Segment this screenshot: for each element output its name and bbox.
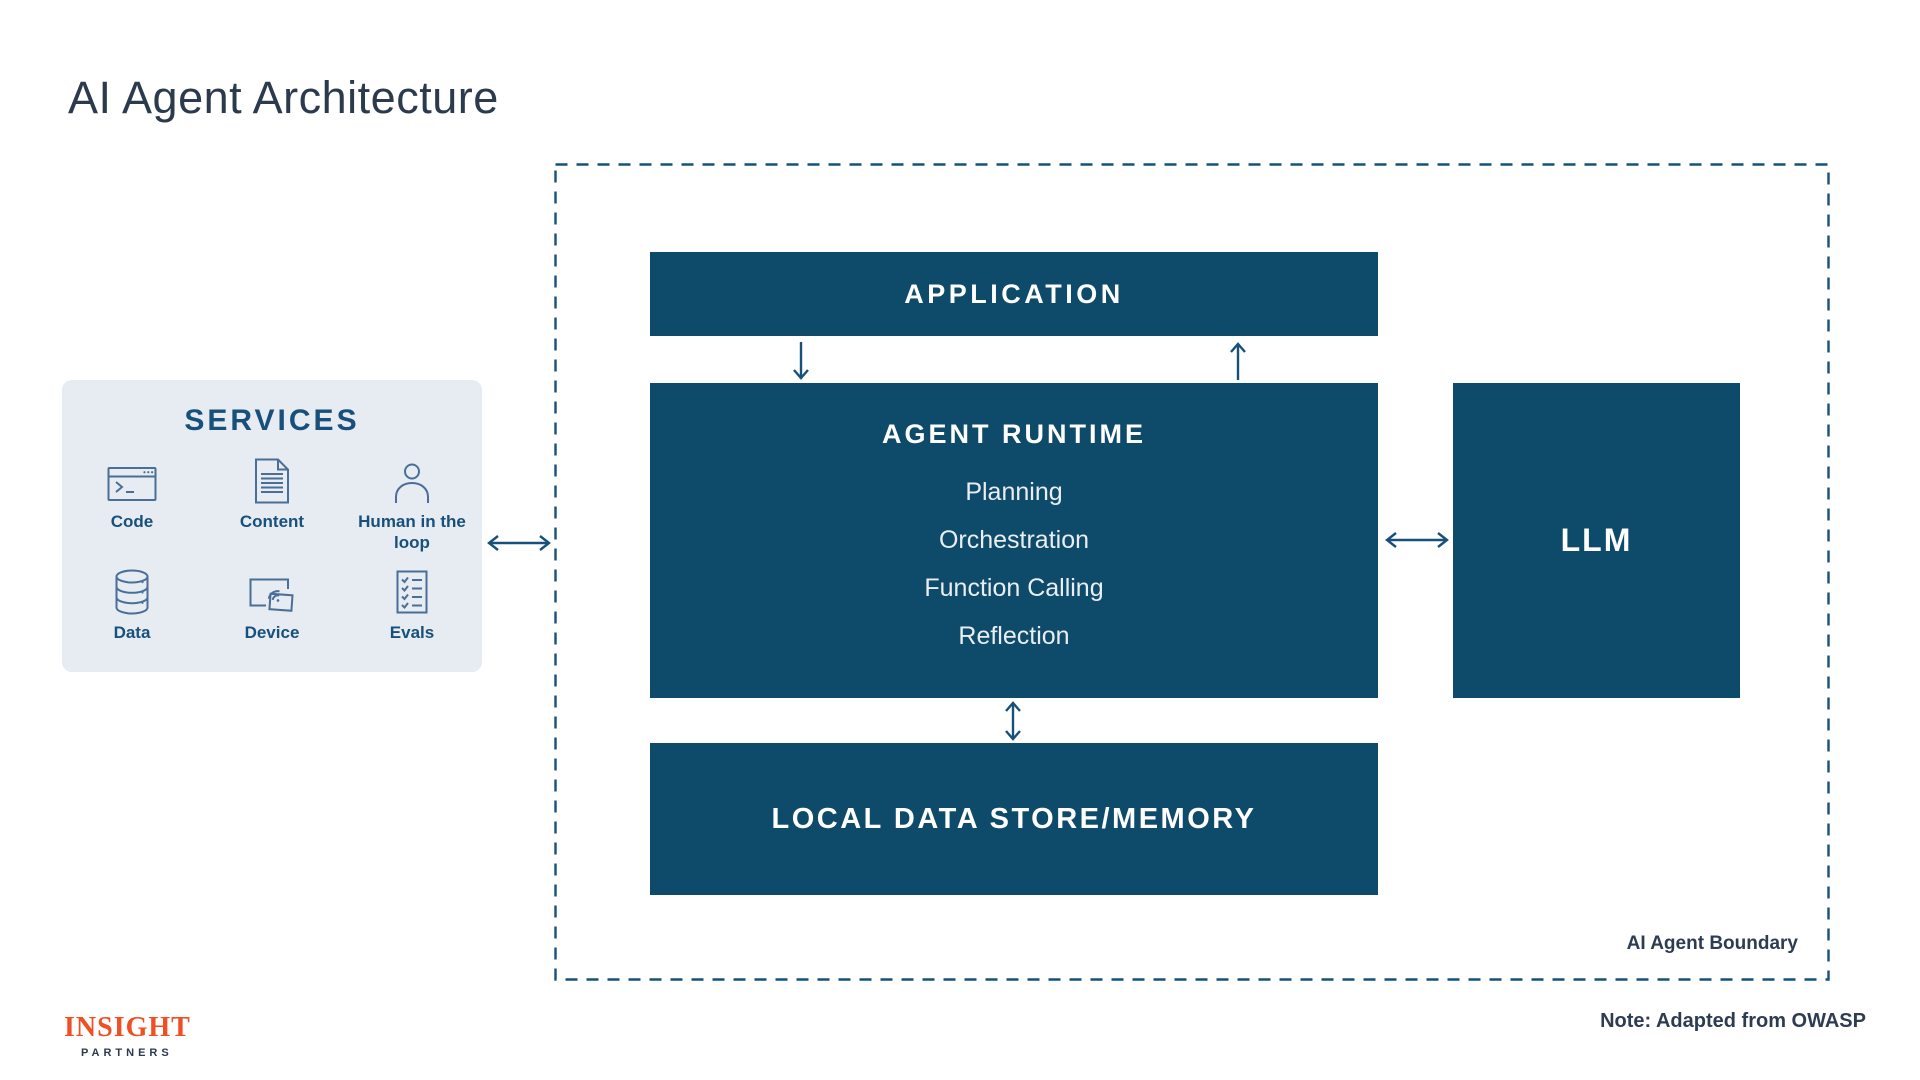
service-item-human: Human in the loop	[350, 456, 474, 553]
capability-orchestration: Orchestration	[938, 526, 1090, 554]
capability-planning: Planning	[965, 478, 1063, 506]
capability-reflection: Reflection	[958, 622, 1070, 650]
agent-runtime-box: AGENT RUNTIME Planning Orchestration Fun…	[650, 383, 1378, 698]
local-data-store-box: LOCAL DATA STORE/MEMORY	[650, 743, 1378, 895]
service-item-code: Code	[70, 456, 194, 553]
service-item-content: Content	[210, 456, 334, 553]
service-item-device: Device	[210, 567, 334, 643]
agent-runtime-capabilities: Planning Orchestration Function Calling …	[924, 468, 1103, 660]
agent-boundary-frame	[554, 163, 1830, 981]
document-icon	[254, 456, 290, 504]
runtime-llm-arrow-icon	[1384, 529, 1450, 551]
logo-wordmark: INSIGHT	[64, 1012, 191, 1043]
page-title: AI Agent Architecture	[68, 72, 499, 123]
database-icon	[114, 567, 150, 615]
person-icon	[392, 456, 432, 504]
runtime-datastore-arrow-icon	[1002, 701, 1024, 741]
service-item-label: Human in the loop	[358, 512, 466, 552]
agent-runtime-title: AGENT RUNTIME	[882, 419, 1146, 449]
agent-boundary: AI Agent Boundary	[554, 163, 1830, 981]
services-grid: Code Content	[62, 456, 482, 643]
runtime-to-application-arrow-icon	[1226, 340, 1250, 382]
logo-subtitle: PARTNERS	[81, 1047, 173, 1059]
device-cast-icon	[248, 567, 296, 615]
agent-boundary-label: AI Agent Boundary	[1626, 933, 1798, 954]
services-runtime-arrow-icon	[486, 532, 552, 554]
source-note: Note: Adapted from OWASP	[1600, 1010, 1866, 1032]
services-title: SERVICES	[184, 404, 360, 437]
service-item-evals: Evals	[350, 567, 474, 643]
application-box: APPLICATION	[650, 252, 1378, 336]
service-item-label: Code	[110, 512, 154, 531]
service-item-label: Content	[239, 512, 305, 531]
checklist-icon	[395, 567, 429, 615]
llm-box: LLM	[1453, 383, 1740, 698]
service-item-label: Evals	[389, 623, 435, 642]
service-item-label: Device	[244, 623, 300, 642]
application-to-runtime-arrow-icon	[789, 340, 813, 382]
local-data-store-label: LOCAL DATA STORE/MEMORY	[771, 802, 1257, 835]
capability-function-calling: Function Calling	[924, 574, 1104, 602]
service-item-label: Data	[113, 623, 151, 642]
terminal-window-icon	[107, 456, 157, 504]
services-panel: SERVICES Code	[62, 380, 482, 672]
llm-box-label: LLM	[1560, 522, 1633, 558]
service-item-data: Data	[70, 567, 194, 643]
application-box-label: APPLICATION	[904, 278, 1124, 309]
insight-partners-logo: INSIGHT PARTNERS	[64, 1012, 191, 1059]
